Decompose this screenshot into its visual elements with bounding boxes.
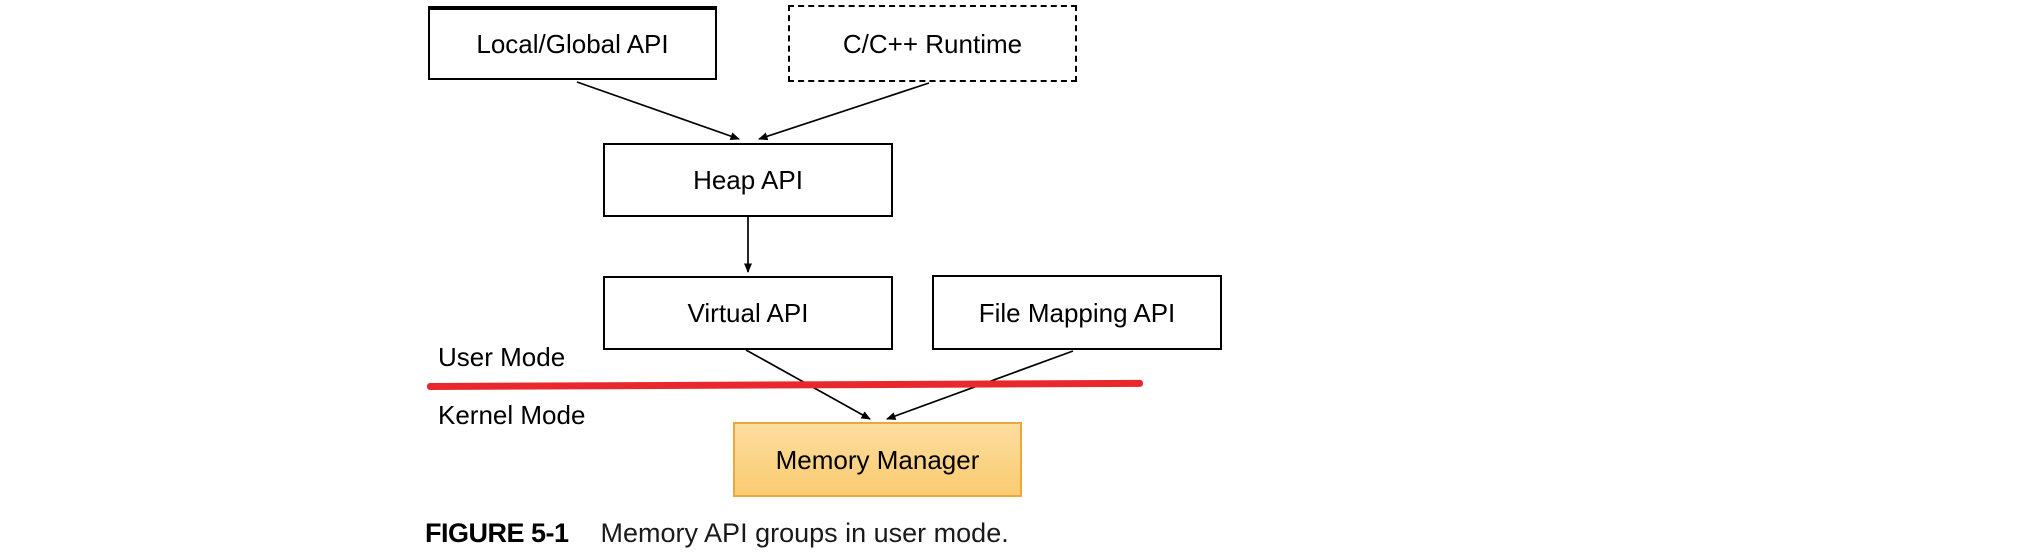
figure-number: FIGURE 5-1 <box>425 518 569 548</box>
box-memory-manager: Memory Manager <box>733 422 1022 497</box>
box-file-mapping-api: File Mapping API <box>932 275 1222 350</box>
box-cpp-runtime: C/C++ Runtime <box>788 5 1077 82</box>
figure-caption: FIGURE 5-1 Memory API groups in user mode… <box>425 518 1009 549</box>
edge-cruntime-to-heap <box>758 82 930 141</box>
user-kernel-divider <box>426 379 1144 390</box>
box-heap-api: Heap API <box>603 143 893 217</box>
kernel-mode-label: Kernel Mode <box>438 400 586 430</box>
user-mode-label: User Mode <box>438 342 566 372</box>
box-local-global-api: Local/Global API <box>428 6 717 80</box>
edge-localglobal-to-heap <box>576 81 740 140</box>
box-virtual-api: Virtual API <box>603 276 893 350</box>
figure-caption-text: Memory API groups in user mode. <box>600 518 1009 548</box>
